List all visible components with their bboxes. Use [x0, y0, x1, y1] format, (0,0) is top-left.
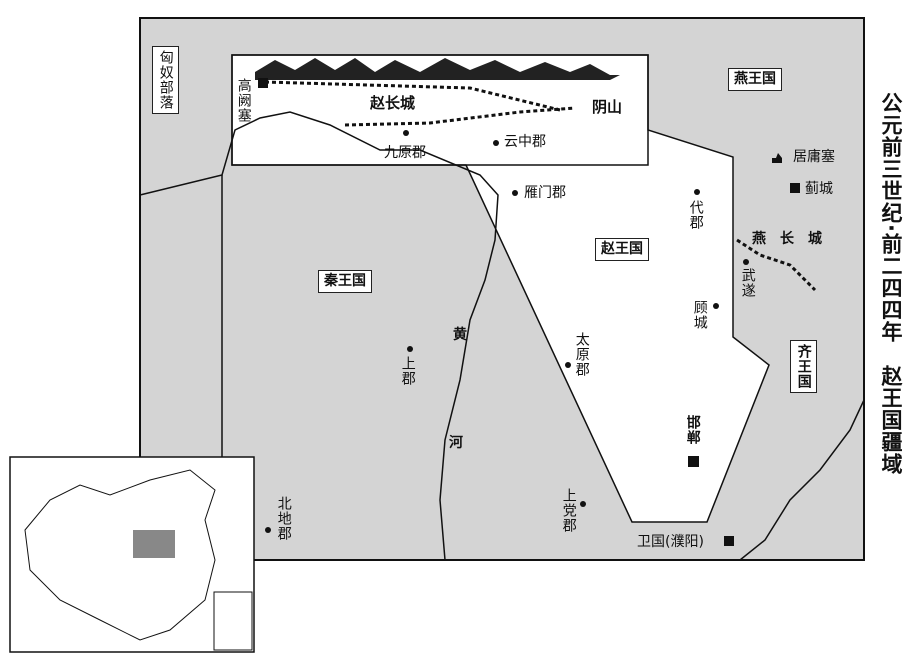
yanmen-label: 雁门郡 [524, 185, 566, 201]
yinshan-label: 阴山 [592, 98, 623, 116]
china-outline [24, 469, 216, 641]
qin-state-label: 秦王国 [318, 270, 372, 293]
dai-label: 代郡 [687, 200, 704, 230]
ji-city-icon [790, 183, 800, 193]
yan-wall-label: 燕长城 [752, 231, 836, 247]
gucheng-label: 顾城 [691, 300, 708, 330]
ji-label: 蓟城 [805, 181, 833, 197]
yan-great-wall [736, 238, 817, 292]
zhao-great-wall-inner [344, 106, 576, 127]
map-title: 公元前三世纪·前二四四年 赵王国疆域 [879, 92, 903, 475]
yan-state-label: 燕王国 [728, 68, 782, 91]
handan-capital-icon [688, 456, 699, 467]
zhao-great-wall [264, 80, 561, 112]
yellow-river [139, 111, 499, 561]
huanghe-label-1: 黄 [453, 327, 467, 343]
wusui-label: 武遂 [739, 268, 756, 298]
zhao-state-label: 赵王国 [595, 238, 649, 261]
shang-label: 上郡 [399, 356, 416, 386]
south-sea-inset [213, 591, 253, 651]
coast-line [739, 399, 865, 561]
juyong-label: 居庸塞 [793, 149, 835, 165]
wei-state-label: 卫国(濮阳) [637, 534, 704, 550]
xiongnu-label: 匈奴部落 [152, 46, 179, 114]
zhao-wall-label: 赵长城 [370, 94, 416, 112]
zhao-location-highlight [133, 530, 175, 558]
city-dots [265, 130, 749, 533]
beidi-label: 北地郡 [275, 496, 292, 541]
handan-label: 邯郸 [684, 415, 701, 445]
huanghe-label-2: 河 [449, 435, 463, 451]
qi-state-label: 齐王国 [790, 340, 817, 393]
shangdang-label: 上党郡 [560, 488, 577, 533]
inset-north-box [231, 54, 649, 166]
yunzhong-label: 云中郡 [504, 134, 546, 150]
juyong-pass-icon [772, 153, 782, 163]
taiyuan-label: 太原郡 [573, 332, 590, 377]
wei-city-icon [724, 536, 734, 546]
jiuyuan-label: 九原郡 [384, 145, 426, 161]
yinshan-mountains [255, 58, 620, 80]
gaoque-label: 高阙塞 [235, 78, 252, 123]
fortress-icon [258, 78, 268, 88]
